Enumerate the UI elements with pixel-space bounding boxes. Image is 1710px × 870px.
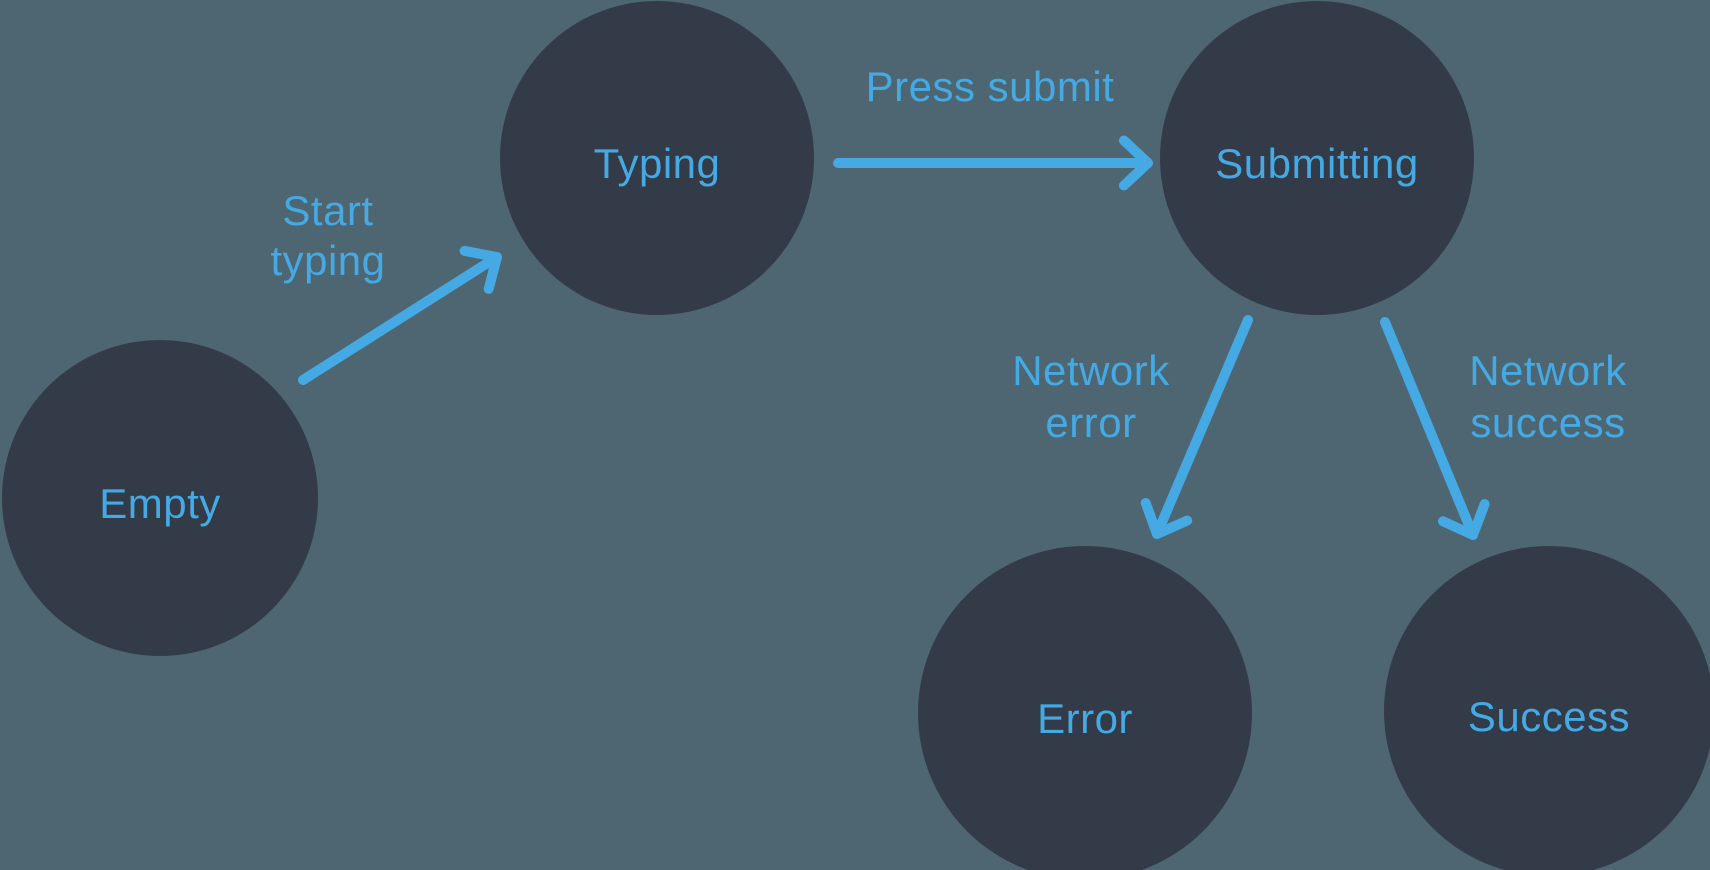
edge-label-line: error bbox=[1045, 399, 1137, 446]
edge-label-line: Start bbox=[282, 187, 374, 234]
state-node-error: Error bbox=[918, 546, 1252, 870]
edge-label-start-typing: Start typing bbox=[178, 186, 478, 286]
state-node-typing: Typing bbox=[500, 1, 814, 315]
state-node-label: Submitting bbox=[1215, 140, 1419, 187]
edge-label-network-success: Network success bbox=[1398, 345, 1698, 449]
edge-label-line: Network bbox=[1469, 347, 1627, 394]
state-node-label: Typing bbox=[593, 140, 721, 187]
edge-label-network-error: Network error bbox=[941, 345, 1241, 449]
edge-label-line: success bbox=[1470, 399, 1626, 446]
state-node-empty: Empty bbox=[2, 340, 318, 656]
state-node-success: Success bbox=[1384, 546, 1710, 870]
edge-arrow-press-submit bbox=[833, 135, 1153, 191]
state-node-label: Error bbox=[1037, 695, 1133, 742]
state-node-submitting: Submitting bbox=[1160, 1, 1474, 315]
state-node-label: Empty bbox=[99, 480, 221, 527]
arrow-head-icon bbox=[1438, 499, 1490, 540]
arrow-head-icon bbox=[1140, 498, 1193, 539]
arrow-head-icon bbox=[1118, 135, 1153, 191]
edge-label-line: Network bbox=[1012, 347, 1170, 394]
edge-label-press-submit: Press submit bbox=[790, 62, 1190, 112]
state-node-label: Success bbox=[1467, 693, 1631, 740]
edge-label-line: typing bbox=[270, 237, 386, 284]
edge-label-line: Press submit bbox=[865, 63, 1115, 110]
